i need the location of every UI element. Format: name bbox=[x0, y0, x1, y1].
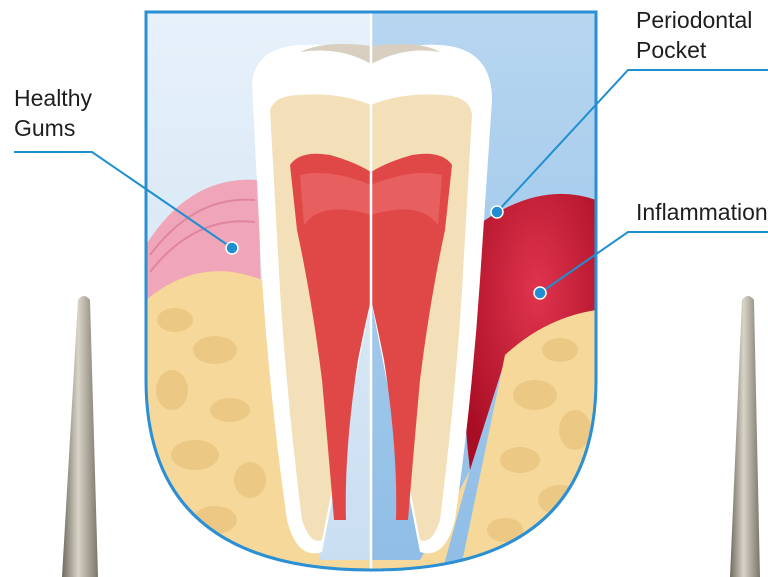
label-healthy-line2: Gums bbox=[14, 115, 75, 141]
label-inflammation: Inflammation bbox=[636, 199, 768, 225]
label-pocket-line1: Periodontal bbox=[636, 7, 752, 33]
label-healthy-line1: Healthy bbox=[14, 85, 92, 111]
label-pocket-line2: Pocket bbox=[636, 37, 707, 63]
cross-section bbox=[146, 12, 596, 572]
dental-instrument-left bbox=[62, 296, 98, 577]
dental-instrument-right bbox=[730, 296, 760, 577]
